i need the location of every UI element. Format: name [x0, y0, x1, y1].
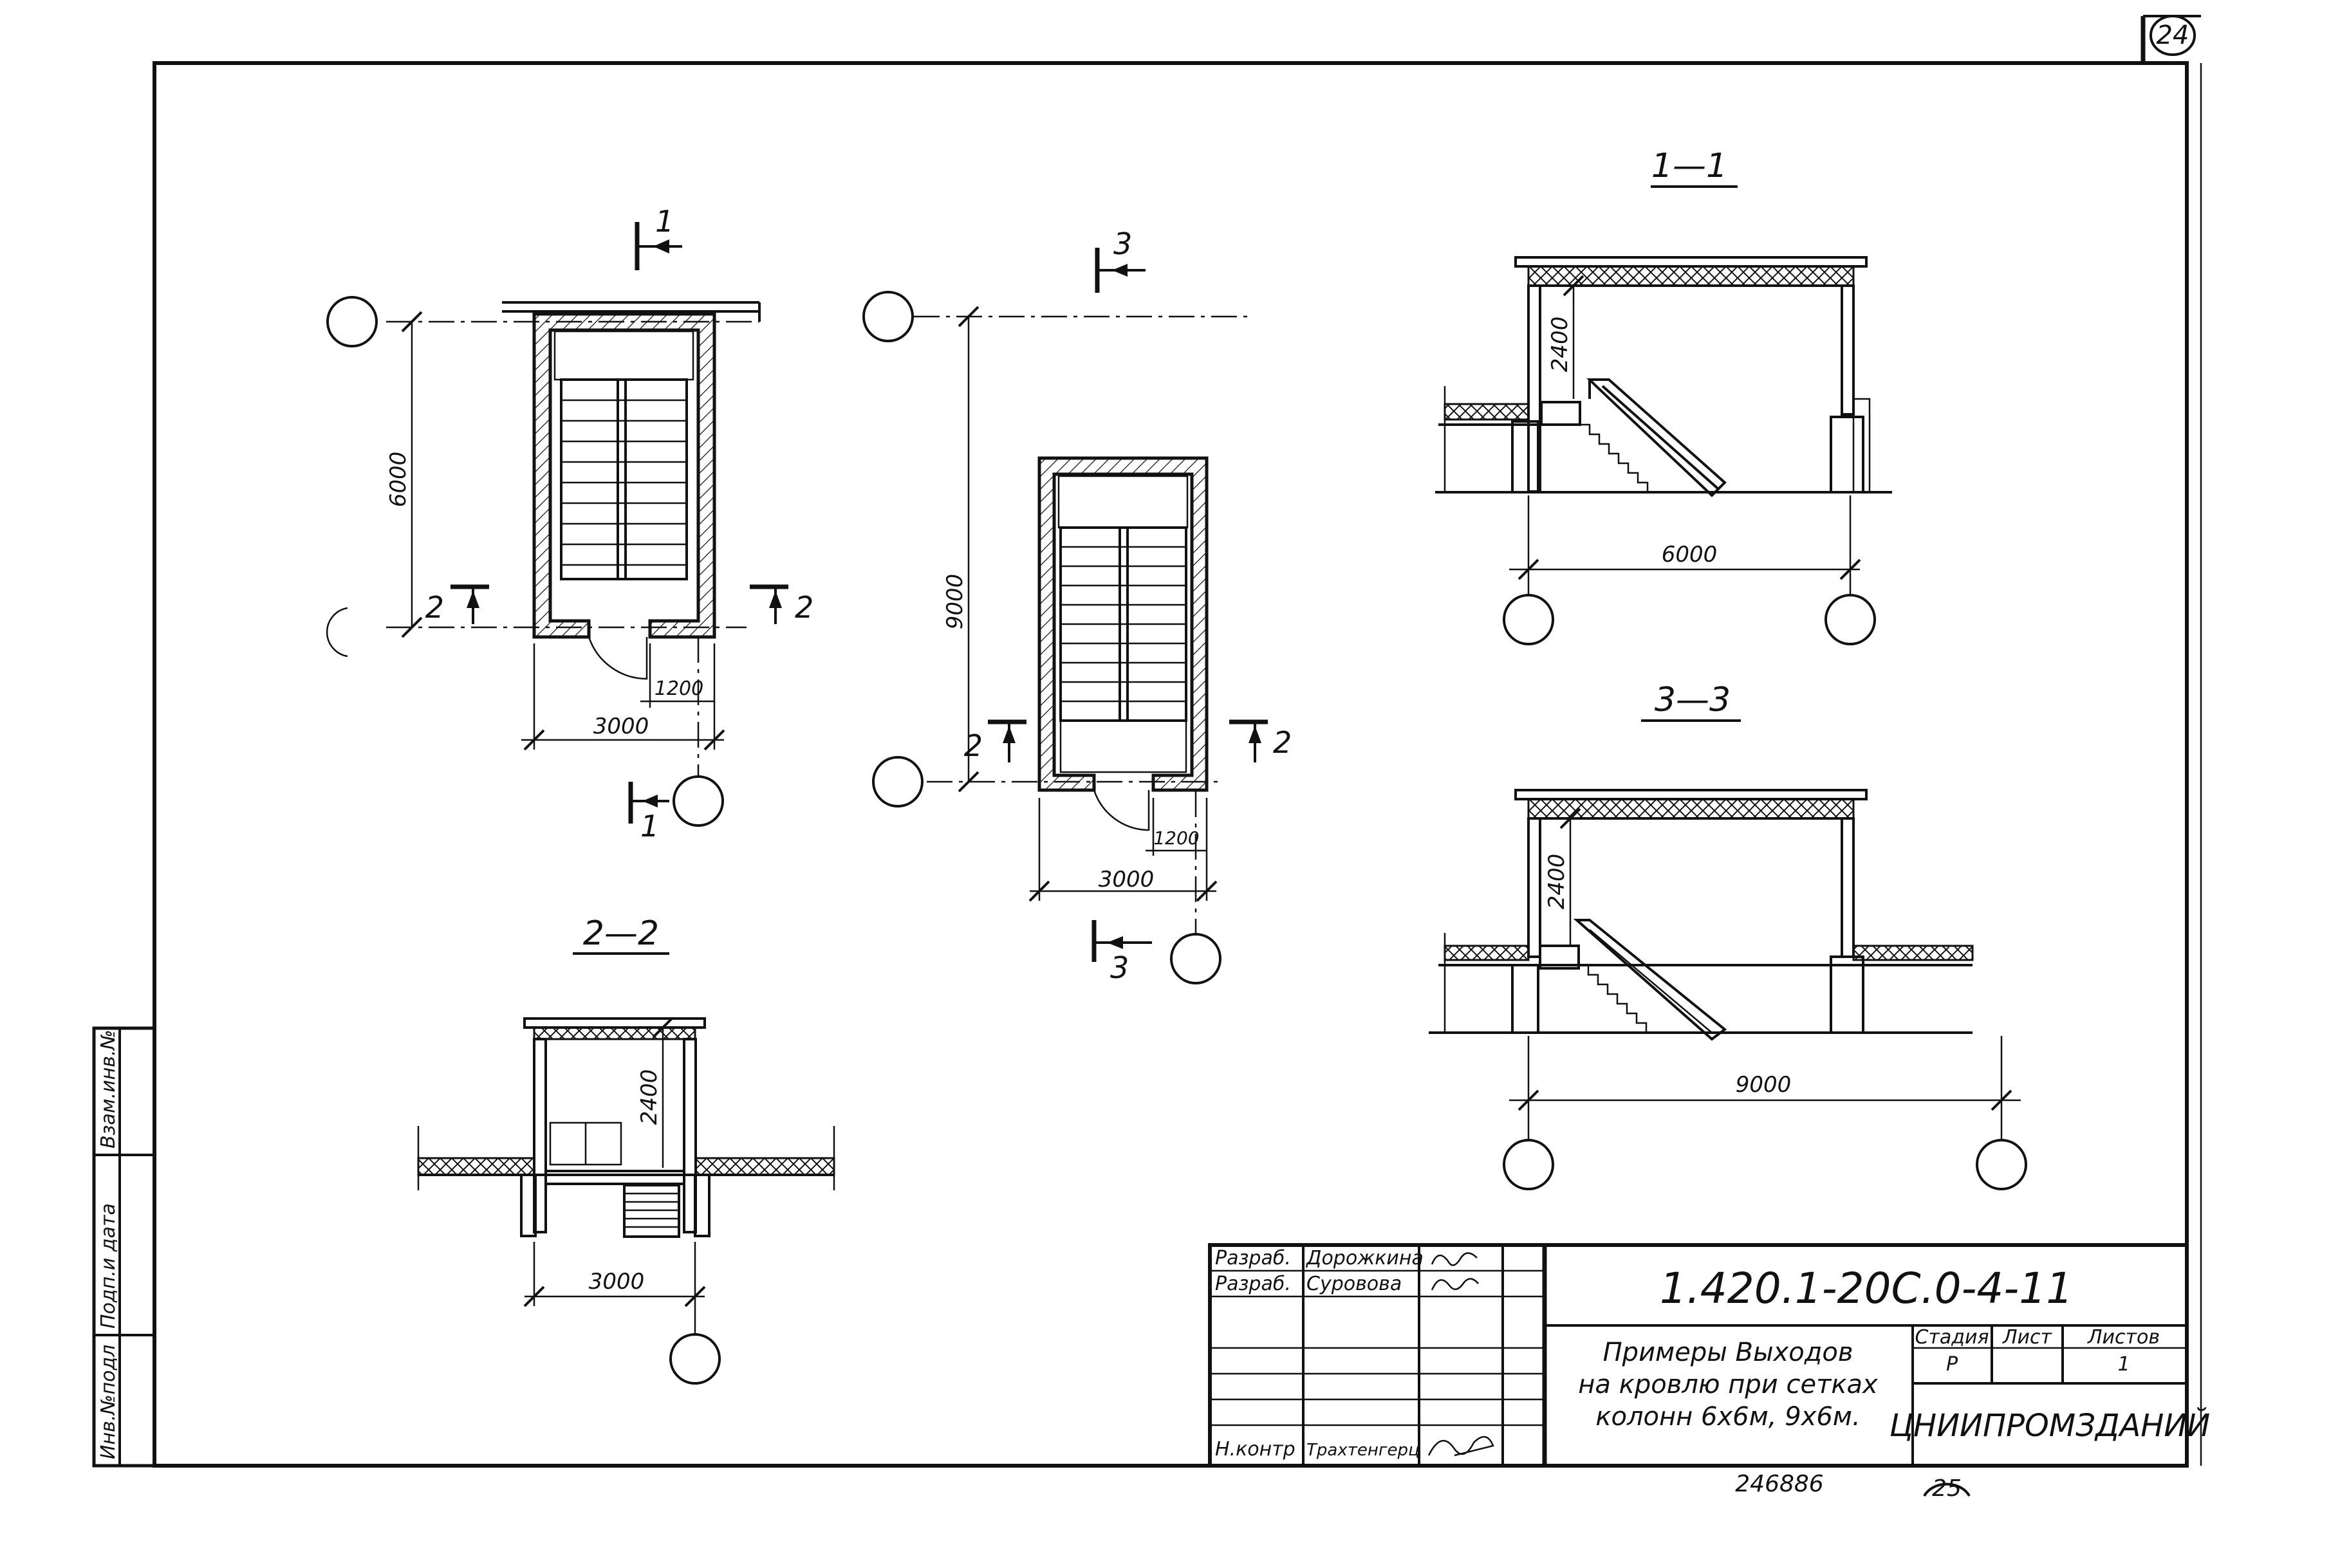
section-2-2: 2—2 2400: [417, 914, 835, 1385]
plan3-dim-door: 1200: [1153, 827, 1199, 849]
tb-role-6: Н.контр: [1215, 1438, 1295, 1461]
stamp-field-sign: Подп.и дата: [97, 1203, 120, 1329]
svg-text:25: 25: [1932, 1475, 1962, 1502]
sheets-header: Листов: [2087, 1326, 2160, 1349]
description-line-3: колонн 6х6м, 9х6м.: [1595, 1402, 1860, 1432]
section-1-1: 1—1 2400 6000: [1435, 147, 1892, 645]
svg-text:2: 2: [964, 728, 983, 763]
section-2-2-height: 2400: [636, 1069, 662, 1125]
section-1-1-height: 2400: [1547, 317, 1573, 373]
page-number-bottom: 25: [1923, 1475, 1971, 1502]
signature-1: [1431, 1252, 1478, 1266]
svg-text:24: 24: [2157, 21, 2189, 50]
title-block: Разраб. Дорожкина Разраб. Суровова Н.кон…: [1208, 1243, 2210, 1468]
tb-role-2: Разраб.: [1215, 1273, 1291, 1295]
description-line-1: Примеры Выходов: [1603, 1338, 1853, 1367]
svg-text:1: 1: [655, 204, 674, 239]
tb-name-1: Дорожкина: [1305, 1247, 1424, 1269]
tb-name-2: Суровова: [1306, 1273, 1402, 1295]
tb-role-1: Разраб.: [1215, 1247, 1291, 1269]
plan1-dim-height: 6000: [385, 452, 411, 508]
drawing-frame: [153, 15, 2202, 1468]
signature-6: [1427, 1436, 1494, 1457]
section-2-2-width: 3000: [589, 1269, 645, 1295]
archive-number: 246886: [1735, 1471, 1823, 1497]
svg-text:2: 2: [795, 590, 813, 625]
margin-stamp: Инв.№подл Подп.и дата Взам.инв.№: [92, 1026, 156, 1468]
section-3-3: 3—3 2400 9000: [1429, 681, 2027, 1190]
page-number-top: 24: [2150, 15, 2196, 56]
stair-plan-9x6: 9000 3000 1200 3 3 2 2: [862, 226, 1292, 985]
section-1-1-title: 1—1: [1651, 147, 1727, 185]
section-1-1-width: 6000: [1662, 542, 1718, 567]
plan1-dim-width: 3000: [593, 714, 649, 739]
plan1-dim-door: 1200: [655, 678, 703, 700]
stamp-field-inv: Инв.№подл: [97, 1345, 120, 1459]
plan3-dim-height: 9000: [942, 574, 968, 630]
stamp-field-replace: Взам.инв.№: [97, 1029, 120, 1148]
svg-text:3: 3: [1110, 950, 1129, 985]
svg-text:3: 3: [1113, 226, 1132, 261]
axis-bubble: [326, 296, 378, 347]
description-line-2: на кровлю при сетках: [1578, 1370, 1878, 1399]
sheet-header: Лист: [2002, 1326, 2053, 1349]
plan3-dim-width: 3000: [1099, 867, 1155, 892]
section-3-3-height: 2400: [1544, 854, 1570, 910]
stage-value: Р: [1946, 1353, 1958, 1376]
section-3-3-title: 3—3: [1655, 681, 1731, 719]
svg-text:2: 2: [1273, 725, 1292, 760]
section-2-2-title: 2—2: [583, 914, 659, 953]
stair-plan-6x6: 6000 3000 1200 1 1 2 2: [326, 204, 813, 844]
document-code: 1.420.1-20С.0-4-11: [1660, 1264, 2073, 1313]
svg-text:2: 2: [425, 590, 444, 625]
organization-name: ЦНИИПРОМЗДАНИЙ: [1890, 1407, 2210, 1444]
signature-2: [1431, 1278, 1479, 1291]
svg-text:1: 1: [640, 809, 659, 844]
sheets-value: 1: [2117, 1353, 2130, 1376]
section-3-3-width: 9000: [1736, 1072, 1792, 1098]
tb-name-6: Трахтенгерц: [1306, 1441, 1420, 1460]
stage-header: Стадия: [1915, 1326, 1989, 1349]
